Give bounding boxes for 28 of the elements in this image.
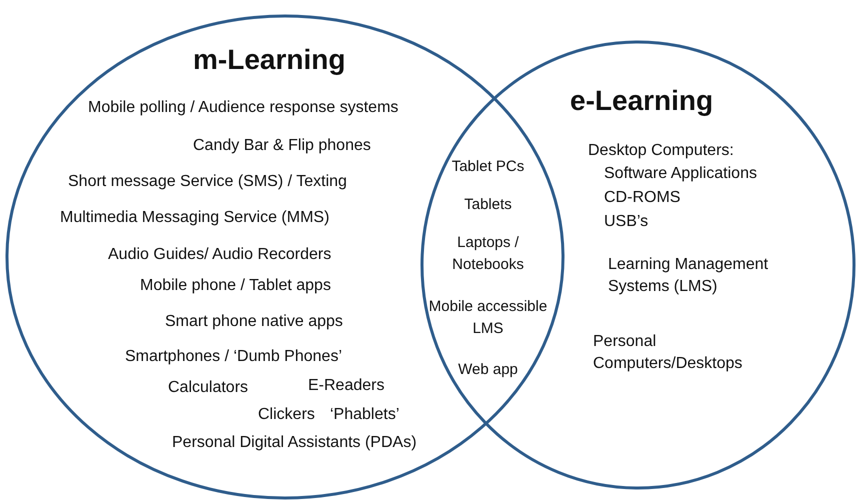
item-label: USB’s	[604, 212, 648, 232]
item-label: Laptops / Notebooks	[451, 233, 525, 275]
item-label: Calculators	[168, 378, 248, 398]
venn-circle	[420, 40, 856, 490]
item-label: ‘Phablets’	[330, 405, 400, 425]
item-label: Audio Guides/ Audio Recorders	[108, 245, 332, 265]
item-label: E-Readers	[308, 376, 384, 396]
item-label: Desktop Computers:	[588, 141, 734, 161]
item-label: Clickers	[258, 405, 315, 425]
item-label: Tablets	[463, 195, 513, 215]
item-label: Mobile phone / Tablet apps	[140, 276, 331, 296]
item-label: Multimedia Messaging Service (MMS)	[60, 208, 330, 228]
item-label: CD-ROMS	[604, 188, 680, 208]
item-label: Personal Computers/Desktops	[593, 332, 744, 374]
item-label: Mobile polling / Audience response systems	[88, 98, 398, 118]
venn-circle	[5, 14, 565, 500]
item-label: Smart phone native apps	[165, 312, 343, 332]
item-label: Tablet PCs	[450, 157, 526, 177]
circle-heading: m-Learning	[193, 44, 346, 76]
circle-heading: e-Learning	[570, 85, 714, 117]
item-label: Smartphones / ‘Dumb Phones’	[125, 347, 342, 367]
item-label: Personal Digital Assistants (PDAs)	[172, 433, 417, 453]
item-label: Candy Bar & Flip phones	[193, 136, 371, 156]
item-label: Learning Management Systems (LMS)	[608, 255, 770, 297]
item-label: Mobile accessible LMS	[428, 297, 548, 339]
item-label: Web app	[457, 360, 519, 380]
item-label: Short message Service (SMS) / Texting	[68, 172, 347, 192]
item-label: Software Applications	[604, 164, 757, 184]
